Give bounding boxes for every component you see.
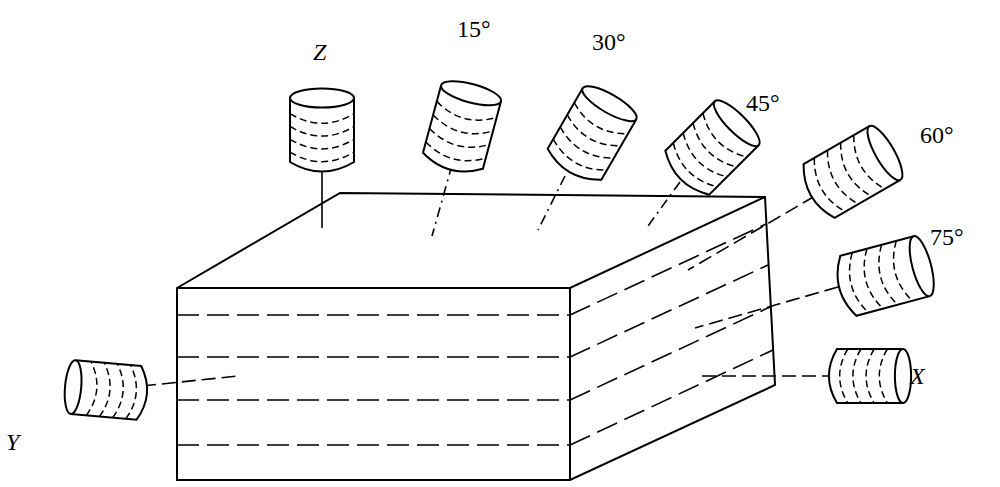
core-samples <box>63 76 939 420</box>
angle-label: 30° <box>592 30 626 54</box>
core-cylinder <box>831 234 938 318</box>
block-edges <box>177 197 765 480</box>
angle-label: Z <box>313 40 326 64</box>
core-cylinder <box>421 76 504 178</box>
core-cylinder <box>829 349 911 403</box>
bedding-planes <box>177 224 773 445</box>
angle-label: 45° <box>746 91 780 115</box>
angle-label: X <box>910 364 925 388</box>
sample-axes <box>142 160 838 386</box>
core-cylinder <box>796 122 909 223</box>
angle-label: 75° <box>930 225 964 249</box>
angle-label: Y <box>6 430 19 454</box>
angle-label: 60° <box>920 123 954 147</box>
block-outline <box>177 193 775 480</box>
core-cylinder <box>543 80 641 188</box>
angle-label: 15° <box>457 17 491 41</box>
core-cylinder <box>290 88 354 171</box>
core-cylinder <box>63 360 150 421</box>
